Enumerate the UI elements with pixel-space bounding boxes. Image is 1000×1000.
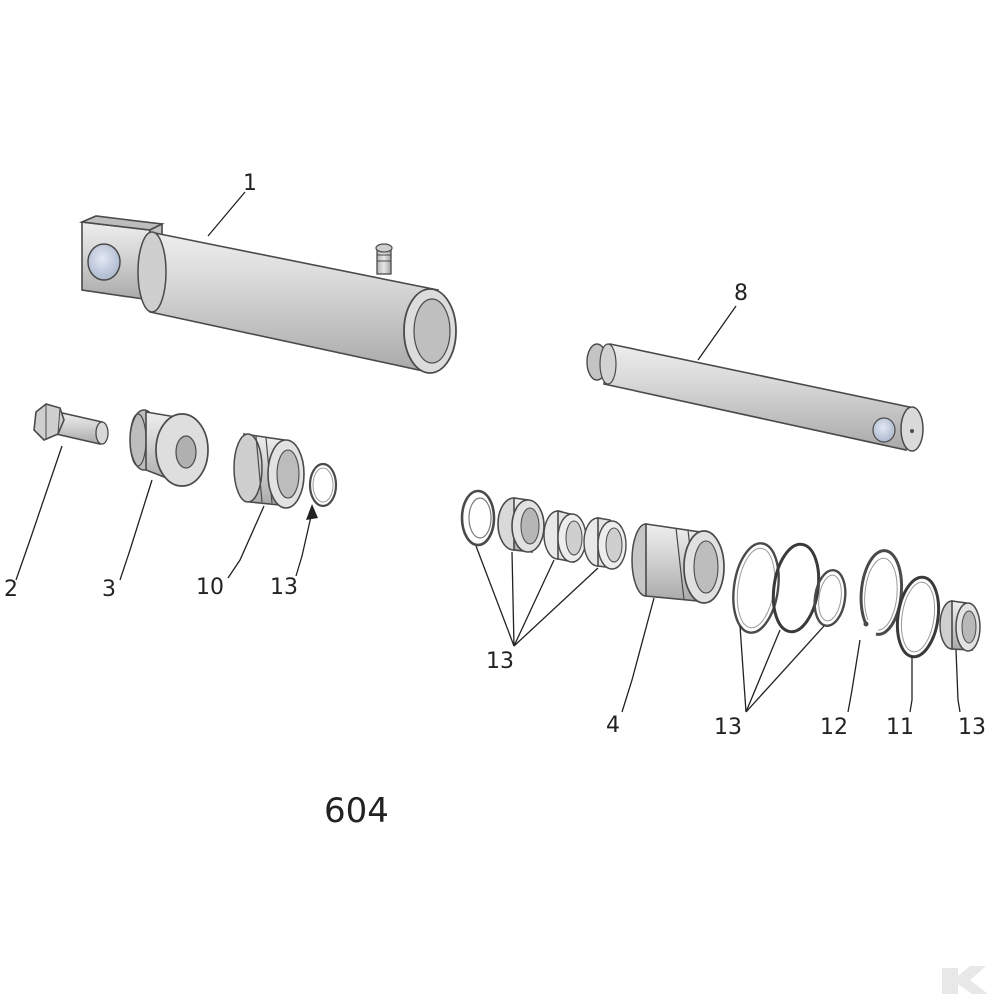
callout-2-leader bbox=[15, 445, 63, 581]
callout-2: 2 bbox=[4, 577, 18, 602]
callout-1-leader bbox=[207, 191, 246, 237]
clevis-pin-hole bbox=[87, 243, 121, 281]
o-ring-small bbox=[308, 462, 338, 508]
diagram-caption: 604 bbox=[324, 791, 389, 831]
wiper-seal bbox=[939, 600, 981, 652]
callout-13d: 13 bbox=[958, 715, 986, 740]
piston-rod bbox=[586, 343, 924, 452]
circlip bbox=[859, 549, 904, 636]
bolt bbox=[33, 403, 109, 445]
callout-12: 12 bbox=[820, 715, 848, 740]
callout-4-leader bbox=[621, 597, 655, 713]
gland bbox=[631, 523, 725, 604]
callout-13b-leaders bbox=[475, 545, 599, 647]
rod-eye-hole bbox=[872, 417, 896, 443]
seal-kit-orings bbox=[732, 542, 847, 634]
callout-1: 1 bbox=[243, 171, 257, 196]
callout-13c: 13 bbox=[714, 715, 742, 740]
callout-13a-arrowhead bbox=[306, 504, 318, 520]
callout-11: 11 bbox=[886, 715, 914, 740]
callout-4: 4 bbox=[606, 713, 620, 738]
callout-8-leader bbox=[697, 305, 737, 361]
callout-12-leader bbox=[847, 639, 861, 713]
callout-13a-leader bbox=[295, 511, 313, 577]
piston bbox=[129, 409, 209, 487]
callout-3: 3 bbox=[102, 577, 116, 602]
callout-8: 8 bbox=[734, 281, 748, 306]
callout-10-leader bbox=[227, 505, 265, 579]
callout-13c-leaders bbox=[739, 625, 825, 713]
callout-13a: 13 bbox=[270, 575, 298, 600]
callout-13d-leader bbox=[955, 649, 961, 713]
callout-11-leader bbox=[909, 656, 913, 713]
callout-3-leader bbox=[119, 479, 153, 581]
callout-13b: 13 bbox=[486, 649, 514, 674]
seal-kit-rings bbox=[460, 489, 627, 570]
watermark-logo bbox=[942, 966, 988, 994]
cylinder-barrel bbox=[78, 215, 457, 374]
callout-10: 10 bbox=[196, 575, 224, 600]
piston-seal bbox=[233, 433, 305, 509]
